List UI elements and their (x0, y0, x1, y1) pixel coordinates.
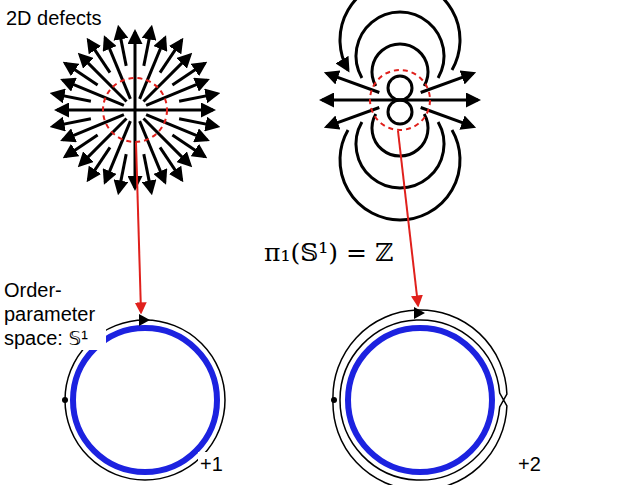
charge-two-defect (322, 0, 478, 220)
base-point (62, 397, 68, 403)
order-parameter-circle (348, 328, 492, 472)
winding-arrowhead (139, 314, 150, 326)
winding-arrowhead (414, 307, 425, 319)
base-point (331, 397, 337, 403)
hedgehog-defect (53, 28, 218, 193)
loop-marker (103, 78, 167, 142)
heading-label: 2D defects (4, 6, 104, 30)
mapping-arrow (136, 143, 141, 312)
mapping-arrow (398, 131, 418, 305)
winding-number: +2 (516, 452, 543, 476)
winding-number: +1 (198, 452, 225, 476)
loop-marker (370, 70, 430, 130)
homotopy-formula: π₁(𝕊¹) = ℤ (262, 238, 395, 268)
winding-loop (333, 310, 507, 485)
space-label: Order-parameter space: 𝕊¹ (2, 278, 106, 350)
